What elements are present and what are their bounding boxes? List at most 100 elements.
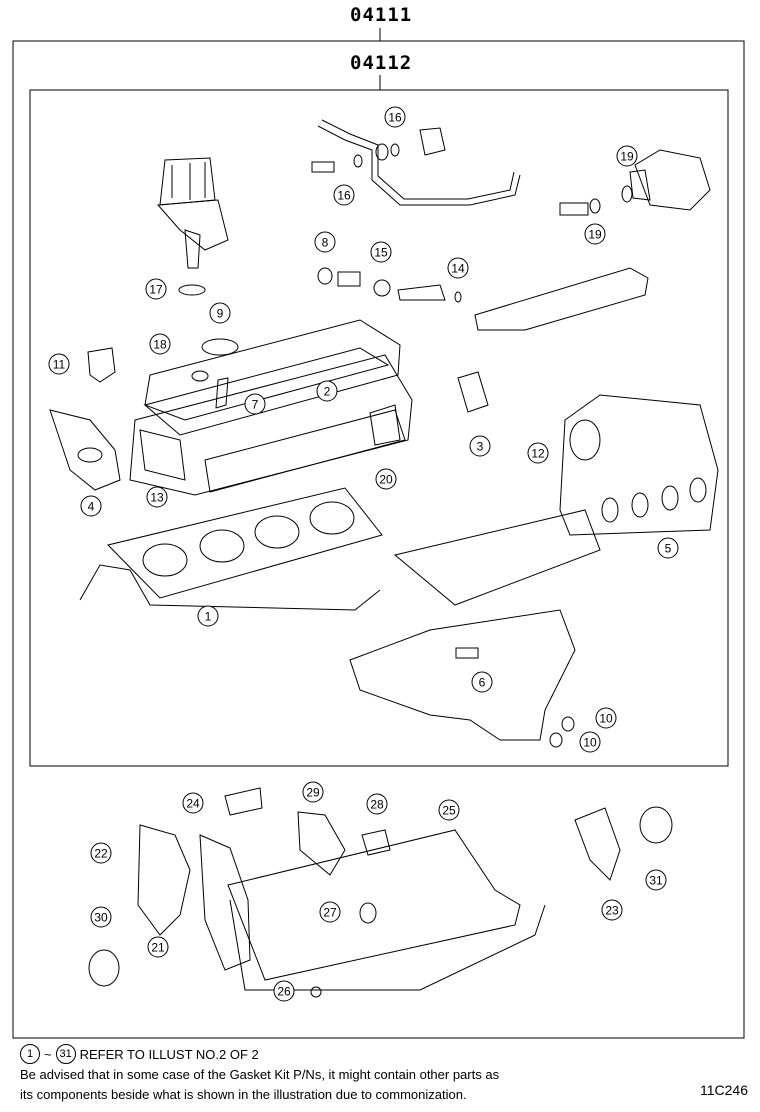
distributor-sketch xyxy=(156,157,229,269)
fitting-sketch xyxy=(337,271,361,287)
callout-24: 24 xyxy=(182,792,204,814)
callout-26: 26 xyxy=(273,980,295,1002)
cylinder-head-cover-sketch xyxy=(143,319,401,436)
oil-pipe-sketch xyxy=(311,119,521,206)
callout-number: 10 xyxy=(599,712,613,726)
callout-number: 26 xyxy=(277,985,291,999)
gasket-18 xyxy=(191,370,209,382)
callout-3: 3 xyxy=(469,435,491,457)
gasket-14 xyxy=(454,291,462,303)
oil-seal-30 xyxy=(88,949,120,987)
callout-number: 14 xyxy=(451,262,465,276)
gasket-16b xyxy=(390,143,400,157)
reference-note: 1 ~ 31 REFER TO ILLUST NO.2 OF 2 xyxy=(20,1044,259,1064)
gasket-16a xyxy=(375,143,389,161)
gasket-19a xyxy=(621,185,633,203)
housing-11-sketch xyxy=(87,347,116,383)
gasket-16c xyxy=(353,154,363,168)
callout-14: 14 xyxy=(447,257,469,279)
callout-number: 29 xyxy=(306,786,320,800)
gasket-28-sketch xyxy=(361,829,391,856)
callout-25: 25 xyxy=(438,799,460,821)
callout-15: 15 xyxy=(370,241,392,263)
callout-number: 5 xyxy=(665,542,672,556)
callout-number: 8 xyxy=(322,236,329,250)
callout-31: 31 xyxy=(645,869,667,891)
callout-number: 7 xyxy=(252,398,259,412)
callout-11: 11 xyxy=(48,353,70,375)
oil-filler-seal-9 xyxy=(201,338,239,356)
callout-number: 21 xyxy=(151,941,165,955)
callout-10: 10 xyxy=(579,731,601,753)
callout-number: 25 xyxy=(442,804,456,818)
outer-kit-number: 04111 xyxy=(350,4,413,26)
callout-4: 4 xyxy=(80,495,102,517)
callout-number: 28 xyxy=(370,798,384,812)
gasket-23-sketch xyxy=(574,807,621,881)
callout-13: 13 xyxy=(146,486,168,508)
callout-19: 19 xyxy=(616,145,638,167)
ref-end-circle: 31 xyxy=(55,1044,76,1064)
callout-8: 8 xyxy=(314,231,336,253)
callout-16: 16 xyxy=(333,184,355,206)
callout-number: 16 xyxy=(337,189,351,203)
callout-22: 22 xyxy=(90,842,112,864)
gasket-26 xyxy=(310,986,322,998)
callout-6: 6 xyxy=(471,671,493,693)
callout-number: 15 xyxy=(374,246,388,260)
oil-seal-31 xyxy=(639,806,673,844)
callout-29: 29 xyxy=(302,781,324,803)
callout-number: 31 xyxy=(649,874,663,888)
callout-17: 17 xyxy=(145,278,167,300)
callout-number: 13 xyxy=(150,491,164,505)
intake-manifold-sketch xyxy=(559,394,719,536)
gasket-24-sketch xyxy=(224,787,263,816)
callout-23: 23 xyxy=(601,899,623,921)
callout-number: 24 xyxy=(186,797,200,811)
callout-number: 2 xyxy=(324,385,331,399)
oil-pan-outline xyxy=(229,899,546,991)
head-gasket-sketch xyxy=(107,487,383,599)
callout-27: 27 xyxy=(319,901,341,923)
callout-number: 12 xyxy=(531,447,545,461)
callout-number: 27 xyxy=(323,906,337,920)
gasket-4 xyxy=(77,447,103,463)
gasket-10b xyxy=(549,732,563,748)
exhaust-manifold-sketch xyxy=(349,609,576,741)
gasket-13-sketch xyxy=(139,429,186,481)
water-outlet-4-sketch xyxy=(49,409,121,491)
inner-kit-number: 04112 xyxy=(350,52,413,74)
pump-sketch xyxy=(559,149,711,216)
callout-19: 19 xyxy=(584,223,606,245)
callout-1: 1 xyxy=(197,605,219,627)
callout-7: 7 xyxy=(244,393,266,415)
gasket-3-sketch xyxy=(457,371,489,413)
gasket-19b xyxy=(589,198,601,214)
callout-number: 19 xyxy=(588,228,602,242)
injector-sketch xyxy=(397,284,446,301)
callout-number: 17 xyxy=(149,283,163,297)
callout-21: 21 xyxy=(147,936,169,958)
callout-number: 6 xyxy=(479,676,486,690)
timing-cover-gasket-22 xyxy=(137,824,191,936)
callout-number: 18 xyxy=(153,338,167,352)
figure-id: 11C246 xyxy=(699,1082,748,1098)
callout-number: 30 xyxy=(94,911,108,925)
callout-number: 11 xyxy=(53,358,66,372)
callout-28: 28 xyxy=(366,793,388,815)
callout-number: 23 xyxy=(605,904,619,918)
advice-line-2: its components beside what is shown in t… xyxy=(20,1087,467,1102)
gasket-20-sketch xyxy=(369,404,401,446)
spark-plug-tube-7 xyxy=(215,377,229,409)
oil-pan-gasket-25 xyxy=(227,829,521,981)
engine-block-outline xyxy=(79,564,381,611)
outer-kit-frame xyxy=(12,40,745,1039)
cylinder-head-sketch xyxy=(129,354,413,496)
callout-number: 22 xyxy=(94,847,108,861)
timing-cover-gasket-21 xyxy=(199,834,251,971)
inner-kit-frame xyxy=(29,89,729,767)
callout-number: 16 xyxy=(388,111,402,125)
callout-5: 5 xyxy=(657,537,679,559)
gasket-27 xyxy=(359,902,377,924)
